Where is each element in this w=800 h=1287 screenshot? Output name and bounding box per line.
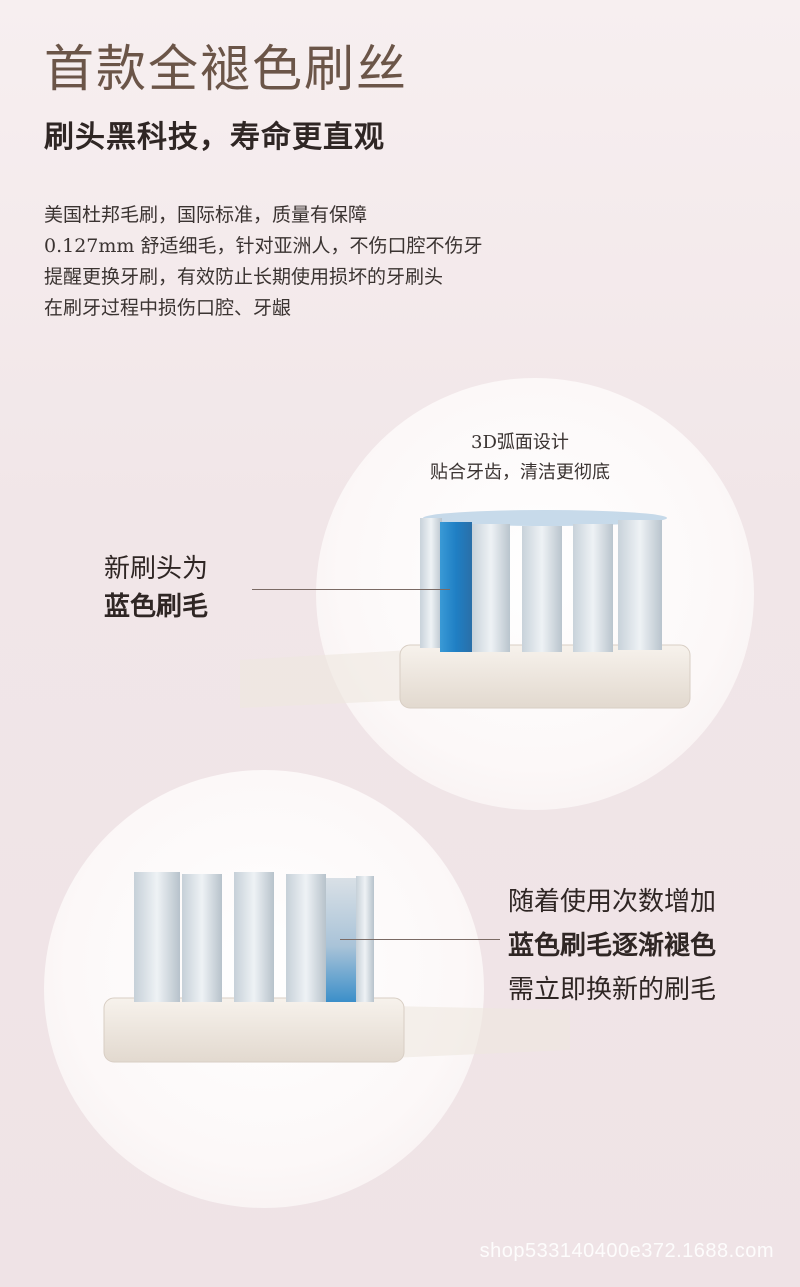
new-brush-head-image — [240, 510, 691, 709]
page-subtitle: 刷头黑科技，寿命更直观 — [44, 120, 385, 155]
faded-brush-line2: 蓝色刷毛逐渐褪色 — [508, 931, 717, 961]
faded-brush-line3: 需立即换新的刷毛 — [508, 975, 717, 1005]
new-brush-line2: 蓝色刷毛 — [104, 592, 209, 622]
faded-brush-line1: 随着使用次数增加 — [508, 887, 717, 917]
shop-watermark: shop533140400e372.1688.com — [479, 1240, 774, 1262]
faded-brush-pointer-line — [340, 939, 500, 940]
feature-3d-title: 3D弧面设计 — [471, 432, 569, 453]
description-line: 在刷牙过程中损伤口腔、牙龈 — [44, 297, 292, 319]
new-brush-callout: 新刷头为 蓝色刷毛 — [104, 550, 208, 626]
description-line: 美国杜邦毛刷，国际标准，质量有保障 — [44, 204, 368, 226]
feature-3d-detail: 贴合牙齿，清洁更彻底 — [430, 462, 610, 483]
faded-brush-callout: 随着使用次数增加 蓝色刷毛逐渐褪色 需立即换新的刷毛 — [508, 880, 716, 1012]
feature-3d-note: 3D弧面设计 贴合牙齿，清洁更彻底 — [400, 428, 640, 488]
new-brush-pointer-line — [252, 589, 450, 590]
new-brush-line1: 新刷头为 — [104, 554, 209, 584]
description-line: 提醒更换牙刷，有效防止长期使用损坏的牙刷头 — [44, 266, 444, 288]
faded-brush-head-image — [103, 872, 570, 1063]
page-title: 首款全褪色刷丝 — [44, 40, 408, 98]
description-list: 美国杜邦毛刷，国际标准，质量有保障 0.127mm 舒适细毛，针对亚洲人，不伤口… — [44, 200, 482, 324]
description-line: 0.127mm 舒适细毛，针对亚洲人，不伤口腔不伤牙 — [44, 235, 483, 257]
